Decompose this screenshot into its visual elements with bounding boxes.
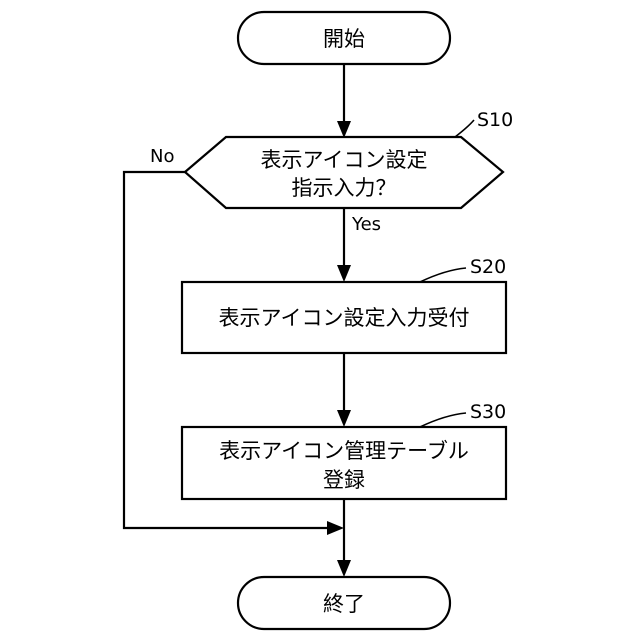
process2-label-line1: 表示アイコン管理テーブル bbox=[219, 439, 469, 463]
arrowhead-decision-to-process1 bbox=[337, 265, 351, 282]
decision-label-line2: 指示入力？ bbox=[292, 176, 397, 200]
step-label-s20: S20 bbox=[470, 256, 506, 278]
process2-label-line2: 登録 bbox=[323, 468, 365, 492]
step-leader-s20 bbox=[420, 268, 466, 282]
start-label: 開始 bbox=[323, 27, 365, 51]
decision-node: 表示アイコン設定 指示入力？ bbox=[185, 137, 503, 208]
end-node: 終了 bbox=[238, 577, 450, 629]
arrowhead-process2-to-end bbox=[337, 560, 351, 577]
arrowhead-process1-to-process2 bbox=[337, 410, 351, 427]
step-leader-s10 bbox=[455, 120, 474, 137]
arrowhead-no-merge bbox=[327, 521, 344, 535]
end-label: 終了 bbox=[323, 592, 365, 616]
start-node: 開始 bbox=[238, 12, 450, 64]
process1-label: 表示アイコン設定入力受付 bbox=[219, 306, 470, 330]
step-leader-s30 bbox=[420, 413, 466, 427]
yes-branch-label: Yes bbox=[351, 214, 381, 235]
process2-node: 表示アイコン管理テーブル 登録 bbox=[182, 427, 506, 499]
step-label-s10: S10 bbox=[477, 109, 513, 131]
process1-node: 表示アイコン設定入力受付 bbox=[182, 282, 506, 353]
decision-label-line1: 表示アイコン設定 bbox=[261, 148, 428, 172]
step-label-s30: S30 bbox=[470, 401, 506, 423]
arrowhead-start-to-decision bbox=[337, 121, 351, 138]
no-branch-label: No bbox=[150, 146, 174, 167]
